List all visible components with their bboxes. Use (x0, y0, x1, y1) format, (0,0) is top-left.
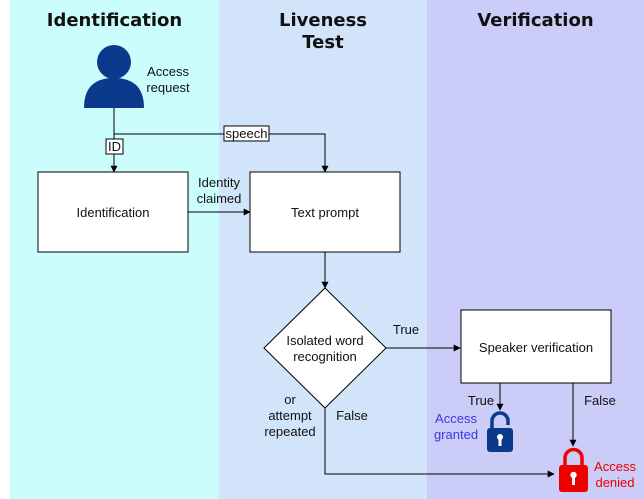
attempt-repeated-line2: attempt (268, 408, 312, 423)
text-prompt-box-label: Text prompt (291, 205, 359, 220)
decision-label-line1: Isolated word (286, 333, 363, 348)
identity-claimed-line2: claimed (197, 191, 242, 206)
user-label-line1: Access (147, 64, 189, 79)
access-granted-line1: Access (435, 411, 477, 426)
access-denied-line2: denied (595, 475, 634, 490)
lane-title-liveness-line2: Test (302, 32, 344, 53)
speech-tag: speech (226, 126, 268, 141)
lane-verification: Verification (427, 0, 644, 499)
user-label-line2: request (146, 80, 190, 95)
lock-icon (559, 447, 588, 492)
lane-title-identification: Identification (46, 10, 183, 31)
verification-true-label: True (468, 393, 494, 408)
speech-tag-box (223, 125, 270, 142)
lane-title-liveness-line1: Liveness (278, 10, 368, 31)
decision-true-label: True (393, 322, 419, 337)
id-tag-box (105, 138, 124, 155)
access-denied-line1: Access (594, 459, 636, 474)
user-icon (84, 45, 144, 108)
access-granted-line2: granted (434, 427, 478, 442)
verification-false-label: False (584, 393, 616, 408)
id-tag: ID (108, 139, 121, 154)
attempt-repeated-line1: or (284, 392, 296, 407)
speaker-verification-label: Speaker verification (479, 340, 593, 355)
identity-claimed-line1: Identity (198, 175, 240, 190)
decision-false-label: False (336, 408, 368, 423)
decision-diamond (263, 287, 387, 409)
edge-user-to-text-prompt (114, 133, 329, 173)
lane-title-verification: Verification (477, 10, 594, 31)
decision-label-line2: recognition (293, 349, 357, 364)
identification-box-label: Identification (77, 205, 150, 220)
attempt-repeated-line3: repeated (264, 424, 315, 439)
lock-icon (487, 411, 513, 452)
edge-decision-false (324, 408, 555, 478)
text-prompt-box (249, 171, 401, 253)
identification-box (37, 171, 189, 253)
speaker-verification-box (460, 309, 612, 384)
